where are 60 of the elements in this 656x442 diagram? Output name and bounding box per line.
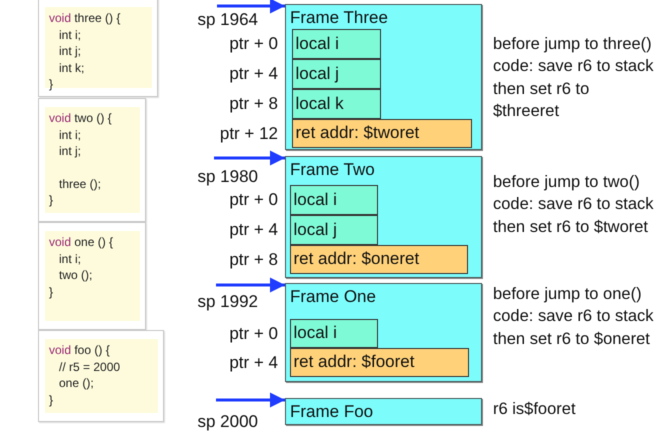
note-text: before jump to one() code: save r6 to stack then set r6 to $oneret	[493, 284, 654, 350]
code-line: }	[49, 192, 54, 208]
code-line: two ();	[58, 267, 94, 284]
stack-pointer-label: sp 1980	[198, 167, 258, 187]
code-line: void two () {	[49, 110, 113, 126]
code-line: }	[49, 76, 54, 92]
note-text: before jump to three() code: save r6 to stack then set r6 to $threeret	[493, 34, 654, 122]
frame-title: Frame Three	[290, 8, 388, 28]
frame-title: Frame Two	[290, 160, 375, 180]
code-line: }	[49, 284, 54, 300]
stack-frame-box	[285, 283, 482, 382]
stack-pointer-label: sp 1964	[198, 10, 258, 30]
local-variable-slot: local i	[292, 28, 380, 58]
stack-frame-box	[285, 156, 482, 278]
code-line: int i;	[58, 126, 82, 143]
offset-label: ptr + 0	[229, 34, 278, 54]
pointer-arrow	[214, 150, 285, 166]
stack-pointer-label: sp 2000	[198, 412, 258, 432]
code-line: int k;	[58, 60, 86, 76]
stack-frame-box	[285, 398, 482, 425]
code-line: int j;	[58, 43, 82, 60]
code-line: one ();	[58, 375, 95, 392]
return-address-slot: ret addr: $fooret	[290, 348, 468, 376]
code-line: void three () {	[49, 10, 122, 26]
pointer-arrow	[216, 392, 285, 408]
offset-label: ptr + 0	[229, 190, 278, 210]
code-line: }	[49, 392, 54, 408]
code-line: int j;	[58, 143, 82, 160]
note-text: r6 is$fooret	[493, 399, 577, 420]
code-line: void foo () {	[49, 342, 111, 358]
offset-label: ptr + 4	[229, 64, 278, 84]
local-variable-slot: local k	[292, 88, 380, 118]
offset-label: ptr + 8	[229, 94, 278, 114]
offset-label: ptr + 0	[229, 324, 278, 344]
stack-frame-box	[285, 4, 482, 150]
frame-title: Frame Foo	[290, 402, 374, 422]
note-text: before jump to two() code: save r6 to stack then set r6 to $tworet	[493, 172, 654, 238]
offset-label: ptr + 4	[229, 220, 278, 240]
return-address-slot: ret addr: $oneret	[290, 244, 468, 274]
code-line: three ();	[58, 176, 102, 192]
local-variable-slot: local i	[290, 184, 378, 214]
frame-title: Frame One	[290, 287, 376, 307]
code-card	[38, 222, 146, 330]
offset-label: ptr + 12	[220, 124, 278, 144]
stack-pointer-label: sp 1992	[198, 292, 258, 312]
pointer-arrow	[216, 278, 285, 292]
code-line: int i;	[58, 250, 82, 267]
code-line: int i;	[58, 26, 82, 43]
code-line: // r5 = 2000	[58, 358, 122, 375]
code-card	[38, 98, 146, 222]
return-address-slot: ret addr: $tworet	[292, 118, 472, 148]
offset-label: ptr + 8	[229, 250, 278, 270]
code-card	[38, 330, 164, 422]
local-variable-slot: local i	[290, 318, 378, 348]
local-variable-slot: local j	[292, 58, 380, 88]
local-variable-slot: local j	[290, 214, 378, 244]
offset-label: ptr + 4	[229, 352, 278, 372]
pointer-arrow	[217, 0, 285, 14]
code-line: void one () {	[49, 234, 114, 250]
code-card	[38, 0, 158, 97]
